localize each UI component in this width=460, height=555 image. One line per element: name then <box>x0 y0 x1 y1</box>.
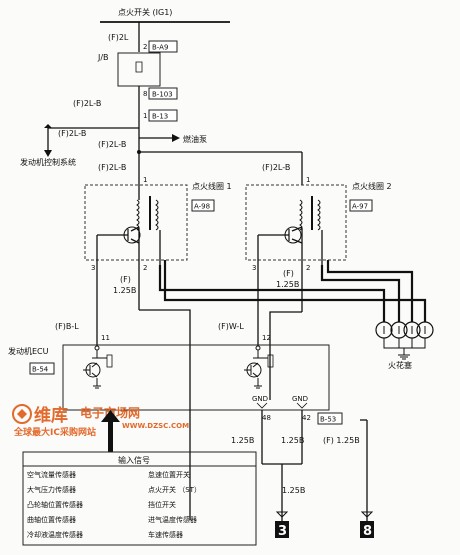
engine-ctrl-label: 发动机控制系统 <box>20 157 76 167</box>
input-signals-title: 输入信号 <box>118 455 150 465</box>
ignition-coil-1 <box>84 184 188 261</box>
coil1-wire-size: 1.25B <box>113 286 136 295</box>
secondary-winding-icon <box>155 199 159 231</box>
gnd-wire-4: 1.25B <box>282 486 305 495</box>
ecu-label: 发动机ECU <box>8 346 49 356</box>
input-signals-left: 空气流量传感器 大气压力传感器 凸轮轴位置传感器 曲轴位置传感器 冷却液温度传感… <box>27 470 83 539</box>
spark-plugs <box>375 321 434 360</box>
coil2-wire-size: 1.25B <box>276 280 299 289</box>
ecu-pin-42: 42 <box>302 414 311 422</box>
input-signal-left-item: 凸轮轴位置传感器 <box>27 500 83 509</box>
spark-plug-label: 火花塞 <box>388 360 412 370</box>
coil2-pin-2: 2 <box>306 264 310 272</box>
coil1-label: 点火线圈 1 <box>192 181 232 191</box>
splice-pin: 1 <box>143 112 147 120</box>
gnd-wire-2: 1.25B <box>281 436 304 445</box>
wire-down-1: (F)2L-B <box>98 140 126 149</box>
watermark-logo: 维库 电子市场网 全球最大IC采购网站 WWW.DZSC.COM <box>12 404 189 438</box>
input-signals-table <box>22 451 257 546</box>
coil1-conn: A-98 <box>194 203 210 211</box>
watermark-line2: 全球最大IC采购网站 <box>13 426 96 438</box>
fuse-icon <box>135 61 143 73</box>
coil1-pin-3: 3 <box>91 264 95 272</box>
junction-block <box>117 52 161 87</box>
arrow-right-icon <box>172 134 180 142</box>
coil2-pin-top: 1 <box>306 176 310 184</box>
watermark-url: WWW.DZSC.COM <box>122 422 189 430</box>
ground-3-tag <box>275 521 289 538</box>
coil1-conn-tag <box>191 199 215 212</box>
input-signal-left-item: 大气压力传感器 <box>27 485 76 494</box>
jb-label: J/B <box>97 53 109 62</box>
ecu-pin-12: 12 <box>262 334 271 342</box>
input-signal-left-item: 曲轴位置传感器 <box>27 515 76 524</box>
wire-bl: (F)B-L <box>55 322 79 331</box>
ground-8: 8 <box>363 524 372 539</box>
wire-wl: (F)W-L <box>218 322 244 331</box>
jb-pin-top: 2 <box>143 43 147 51</box>
gnd-wire-3: (F) 1.25B <box>323 436 360 445</box>
ignition-switch-label: 点火开关 (IG1) <box>118 7 172 17</box>
left-wire: (F)2L-B <box>58 129 86 138</box>
input-signal-right-item: 点火开关 （ST） <box>148 485 201 494</box>
engine-ecu <box>62 344 330 411</box>
coil1-pin-top: 1 <box>143 176 147 184</box>
splice-conn: B-13 <box>152 113 168 121</box>
ecu-conn-tag <box>29 362 55 375</box>
input-signal-right-item: 车速传感器 <box>148 530 183 539</box>
input-signal-right-item: 进气温度传感器 <box>148 515 197 524</box>
ground-8-tag <box>360 521 374 538</box>
ecu-pin-48: 48 <box>262 414 271 422</box>
coil1-pin-2: 2 <box>143 264 147 272</box>
input-signal-left-item: 冷却液温度传感器 <box>27 530 83 539</box>
wire-down-2: (F)2L-B <box>98 163 126 172</box>
coil2-conn-tag <box>349 199 373 212</box>
coil2-label: 点火线圈 2 <box>352 181 392 191</box>
watermark-brand: 维库 <box>34 405 68 426</box>
coil2-conn: A-97 <box>352 203 368 211</box>
ignition-coil-2 <box>245 184 347 261</box>
splice-conn-tag <box>148 109 178 122</box>
ecu-gnd-1: GND <box>252 395 268 403</box>
fuel-pump-label: 燃油泵 <box>183 134 207 144</box>
input-signals-right: 怠速位置开关 点火开关 （ST） 挡位开关 进气温度传感器 车速传感器 <box>148 470 201 539</box>
arrow-down-icon <box>44 150 52 157</box>
input-arrow-up-icon <box>101 410 120 422</box>
jb-pin-bottom: 8 <box>143 90 147 98</box>
jb-wire-top: (F)2L <box>108 33 129 42</box>
watermark-logo-icon <box>12 404 32 424</box>
ecu-pin-11: 11 <box>101 334 110 342</box>
ecu-conn: B-54 <box>32 366 49 374</box>
jb-conn-bottom-tag <box>148 87 178 100</box>
coil2-wire-top: (F)2L-B <box>262 163 290 172</box>
ecu-gnd-2: GND <box>292 395 308 403</box>
coil2-wire-f: (F) <box>283 269 294 278</box>
input-arrow-shaft <box>108 420 113 452</box>
jb-conn-bottom: B-103 <box>152 91 173 99</box>
gnd-wire-1: 1.25B <box>231 436 254 445</box>
jb-conn-top: B-A9 <box>152 44 168 52</box>
ecu-conn2: B-53 <box>320 416 336 424</box>
jb-conn-top-tag <box>148 40 178 53</box>
primary-winding-icon <box>136 199 140 231</box>
ground-3: 3 <box>278 524 287 539</box>
input-signal-right-item: 怠速位置开关 <box>148 470 190 479</box>
input-signal-right-item: 挡位开关 <box>148 500 176 509</box>
splice-wire: (F)2L-B <box>73 99 101 108</box>
coil1-wire-f: (F) <box>120 275 131 284</box>
ecu-conn2-tag <box>317 412 343 425</box>
input-signal-left-item: 空气流量传感器 <box>27 470 76 479</box>
coil2-pin-3: 3 <box>252 264 256 272</box>
